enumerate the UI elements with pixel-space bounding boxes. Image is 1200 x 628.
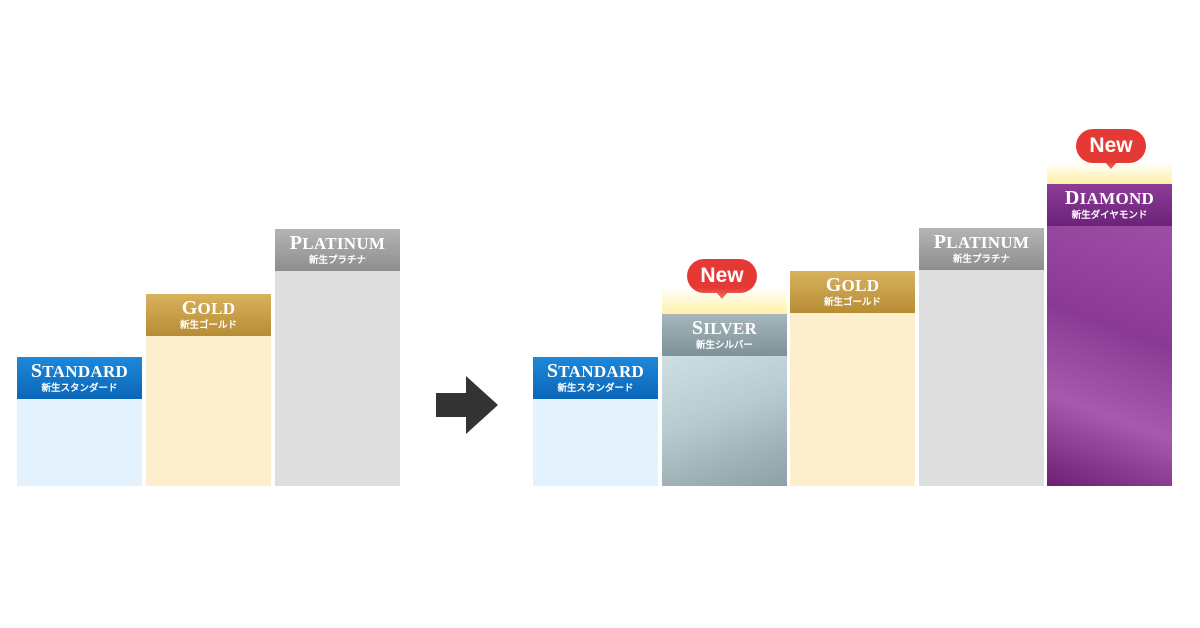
tier-name: GOLD (181, 297, 236, 320)
tier-bar (533, 399, 658, 486)
tier-name: GOLD (825, 274, 880, 297)
highlight-glow (662, 288, 787, 314)
tier-name: SILVER (691, 317, 758, 340)
tier-header: PLATINUM 新生プラチナ (275, 229, 400, 271)
tier-header: GOLD 新生ゴールド (146, 294, 271, 336)
tier-bar (919, 270, 1044, 486)
after-tier-standard: STANDARD 新生スタンダード (533, 357, 658, 486)
tier-jp-name: 新生プラチナ (952, 254, 1010, 266)
tier-bar (1047, 226, 1172, 486)
highlight-glow (1047, 162, 1172, 184)
new-badge: New (687, 259, 757, 299)
tier-jp-name: 新生ゴールド (823, 297, 881, 309)
tier-name: STANDARD (546, 360, 645, 383)
before-tier-platinum: PLATINUM 新生プラチナ (275, 229, 400, 486)
after-tier-gold: GOLD 新生ゴールド (790, 271, 915, 486)
tier-jp-name: 新生スタンダード (41, 383, 118, 395)
new-badge: New (1076, 129, 1146, 169)
tier-bar (146, 336, 271, 486)
tier-header: DIAMOND 新生ダイヤモンド (1047, 184, 1172, 226)
after-tier-silver: SILVER 新生シルバー (662, 288, 787, 486)
tier-bar (790, 313, 915, 486)
tier-jp-name: 新生ダイヤモンド (1071, 210, 1148, 222)
after-tier-platinum: PLATINUM 新生プラチナ (919, 228, 1044, 486)
before-tier-gold: GOLD 新生ゴールド (146, 294, 271, 486)
tier-jp-name: 新生ゴールド (179, 320, 237, 332)
tier-header: PLATINUM 新生プラチナ (919, 228, 1044, 270)
arrow-right-icon (436, 376, 498, 434)
after-tier-diamond: DIAMOND 新生ダイヤモンド (1047, 162, 1172, 486)
before-tier-standard: STANDARD 新生スタンダード (17, 357, 142, 486)
tier-header: GOLD 新生ゴールド (790, 271, 915, 313)
tier-jp-name: 新生スタンダード (557, 383, 634, 395)
tier-name: STANDARD (30, 360, 129, 383)
tier-jp-name: 新生プラチナ (308, 255, 366, 267)
tier-header: STANDARD 新生スタンダード (17, 357, 142, 399)
tier-bar (662, 356, 787, 486)
tier-name: PLATINUM (933, 231, 1030, 254)
tier-jp-name: 新生シルバー (695, 340, 753, 352)
tier-header: SILVER 新生シルバー (662, 314, 787, 356)
tier-bar (275, 271, 400, 486)
tier-bar (17, 399, 142, 486)
tier-name: DIAMOND (1064, 187, 1155, 210)
tier-name: PLATINUM (289, 232, 386, 255)
tier-header: STANDARD 新生スタンダード (533, 357, 658, 399)
